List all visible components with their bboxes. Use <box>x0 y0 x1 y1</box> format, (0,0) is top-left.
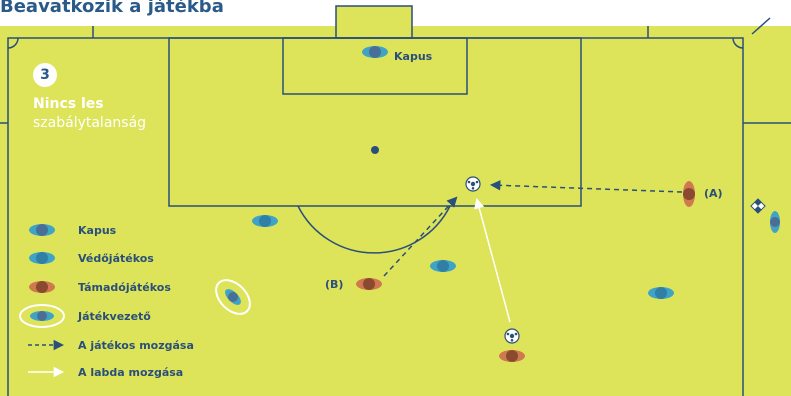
legend-attacker-icon <box>29 281 55 293</box>
penalty-spot <box>371 146 379 154</box>
scenario-number-badge: 3 <box>33 63 57 87</box>
legend-label-goalkeeper: Kapus <box>78 224 116 237</box>
legend-label-defender: Védőjátékos <box>78 252 154 265</box>
defender-player <box>252 215 278 227</box>
defender-player <box>648 287 674 299</box>
attacker-b-label: (B) <box>325 278 343 291</box>
goal <box>336 6 412 38</box>
attacker-player-b <box>356 278 382 290</box>
goalkeeper-label: Kapus <box>394 50 432 63</box>
attacker-player <box>499 350 525 362</box>
legend-label-attacker: Támadójátékos <box>78 281 171 294</box>
legend-label-referee: Játékvezető <box>78 310 151 323</box>
assistant-referee <box>770 211 780 233</box>
attacker-a-label: (A) <box>704 187 723 200</box>
legend-goalkeeper-icon <box>29 224 55 236</box>
legend-label-player-movement: A játékos mozgása <box>78 339 194 352</box>
defender-player <box>430 260 456 272</box>
goalkeeper-player <box>362 46 388 58</box>
legend-defender-icon <box>29 252 55 264</box>
soccer-ball-icon <box>466 177 480 191</box>
soccer-ball-icon <box>505 329 519 343</box>
scenario-title: Nincs les <box>33 96 104 112</box>
legend-label-ball-movement: A labda mozgása <box>78 366 183 379</box>
page-title: Beavatkozik a játékba <box>0 0 224 20</box>
scenario-subtitle: szabálytalanság <box>33 115 146 131</box>
attacker-player-a <box>683 181 695 207</box>
